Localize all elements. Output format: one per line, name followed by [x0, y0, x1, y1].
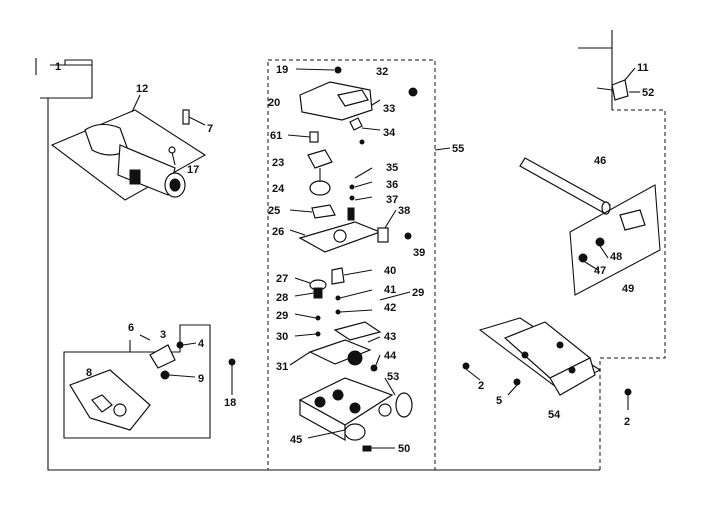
callout-52: 52 [642, 87, 654, 99]
callout-8: 8 [86, 367, 92, 379]
callout-11: 11 [637, 62, 649, 74]
callout-36: 36 [386, 179, 398, 191]
callout-55: 55 [452, 143, 464, 155]
callout-25: 25 [268, 205, 280, 217]
callout-53: 53 [387, 371, 399, 383]
part-6-assembly [63, 324, 211, 439]
callout-2-left: 2 [478, 380, 484, 392]
callout-27: 27 [276, 273, 288, 285]
callout-40: 40 [384, 265, 396, 277]
callout-6: 6 [128, 322, 134, 334]
callout-2-right: 2 [624, 416, 630, 428]
callout-46: 46 [594, 155, 606, 167]
callout-50: 50 [398, 443, 410, 455]
callout-30: 30 [276, 331, 288, 343]
callout-43: 43 [384, 331, 396, 343]
callout-33: 33 [383, 103, 395, 115]
part-12-assembly [50, 94, 207, 201]
callout-20: 20 [268, 97, 280, 109]
part-54-bracket [462, 317, 632, 410]
callout-44: 44 [384, 350, 397, 362]
callout-19: 19 [276, 64, 288, 76]
callout-18: 18 [224, 397, 236, 409]
callout-41: 41 [384, 284, 396, 296]
callout-26: 26 [272, 226, 284, 238]
callout-29-left: 29 [276, 310, 288, 322]
callout-47: 47 [594, 265, 606, 277]
callout-37: 37 [386, 194, 398, 206]
callout-9: 9 [198, 373, 204, 385]
callout-7: 7 [207, 123, 213, 135]
callout-3: 3 [160, 329, 166, 341]
callout-32: 32 [376, 66, 388, 78]
callout-54: 54 [548, 409, 561, 421]
callout-1: 1 [55, 61, 61, 73]
part-18-screw [228, 358, 236, 395]
callout-labels: 1 12 7 17 19 32 20 33 61 34 55 23 35 24 … [55, 61, 654, 455]
callout-24: 24 [272, 183, 285, 195]
leader-lines [139, 87, 640, 439]
callout-35: 35 [386, 162, 398, 174]
callout-29-right: 29 [412, 287, 424, 299]
valve-assembly-55 [267, 59, 451, 471]
callout-34: 34 [383, 127, 396, 139]
part-49-bracket [569, 184, 661, 296]
callout-31: 31 [276, 361, 288, 373]
callout-28: 28 [276, 292, 288, 304]
part-11-52 [611, 67, 636, 101]
callout-5: 5 [496, 395, 502, 407]
callout-23: 23 [272, 157, 284, 169]
callout-39: 39 [413, 247, 425, 259]
callout-4: 4 [198, 338, 205, 350]
callout-49: 49 [622, 283, 634, 295]
callout-12: 12 [136, 83, 148, 95]
callout-38: 38 [398, 205, 410, 217]
callout-61: 61 [270, 130, 282, 142]
callout-48: 48 [610, 251, 622, 263]
callout-17: 17 [187, 164, 199, 176]
callout-42: 42 [384, 302, 396, 314]
callout-45: 45 [290, 434, 302, 446]
